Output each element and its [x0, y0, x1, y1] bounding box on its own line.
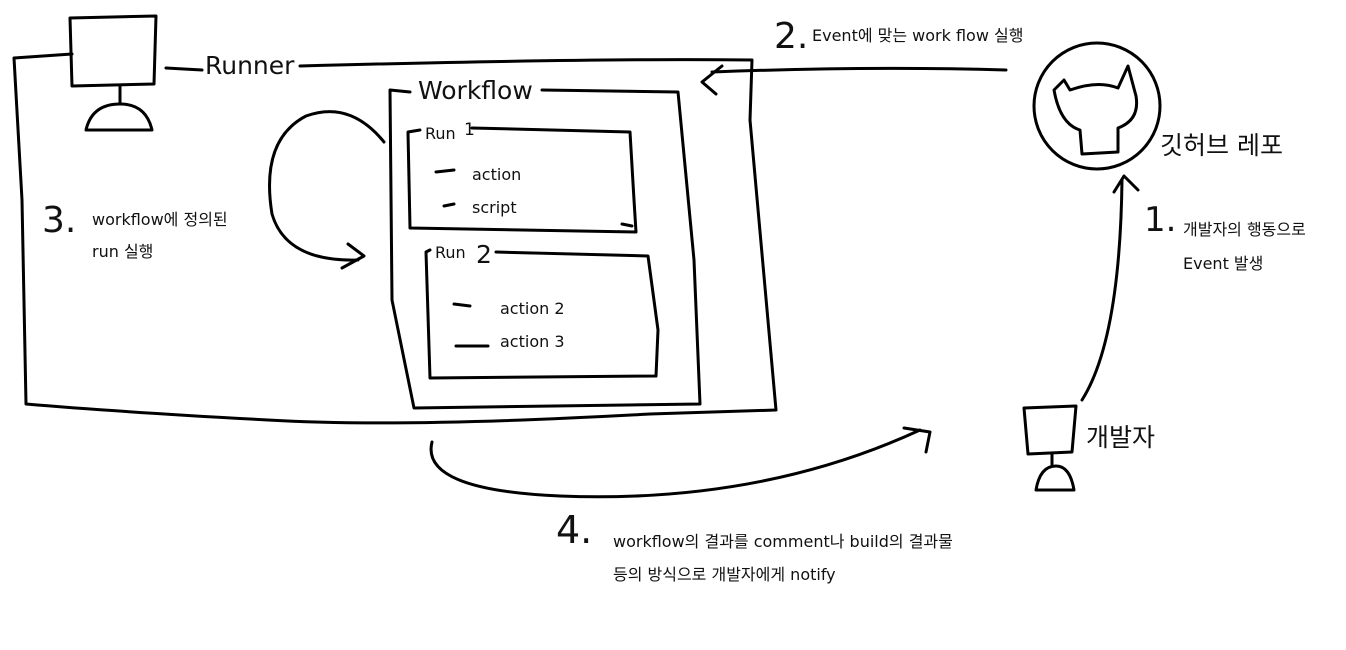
- step2-arrow: [710, 66, 1008, 74]
- step3-number: 3.: [42, 200, 77, 241]
- developer-computer-icon: [1022, 404, 1078, 492]
- step2-text: Event에 맞는 work flow 실행: [812, 26, 1024, 45]
- run1-number: 1: [464, 120, 475, 140]
- step1-arrow: [1080, 178, 1124, 402]
- workflow-box: [388, 88, 702, 410]
- run2-item-action2: action 2: [500, 299, 565, 318]
- step3-text-line1: workflow에 정의된: [92, 210, 228, 229]
- repo-label: 깃허브 레포: [1160, 131, 1283, 160]
- run1-item-action: action: [472, 165, 522, 184]
- step4-number: 4.: [556, 508, 593, 552]
- runner-box: [12, 52, 778, 425]
- run2-item-action3: action 3: [500, 332, 565, 351]
- step2-number: 2.: [774, 16, 809, 57]
- step4-text-line2: 등의 방식으로 개발자에게 notify: [613, 565, 836, 584]
- run1-item-script: script: [472, 198, 517, 217]
- step1-number: 1.: [1144, 200, 1177, 240]
- runner-computer-icon: [68, 14, 158, 132]
- step3-text-line2: run 실행: [92, 242, 154, 261]
- step4-text-line1: workflow의 결과를 comment나 build의 결과물: [613, 532, 953, 551]
- run2-box: [424, 248, 660, 380]
- run2-label: Run: [435, 243, 466, 262]
- step4-arrow: [429, 428, 922, 499]
- run2-number: 2: [476, 240, 492, 269]
- step1-text-line1: 개발자의 행동으로: [1183, 220, 1306, 239]
- developer-label: 개발자: [1086, 423, 1156, 452]
- workflow-label: Workflow: [418, 76, 533, 105]
- run1-box: [406, 126, 638, 234]
- run1-label: Run: [425, 124, 456, 143]
- step3-curved-arrow: [268, 110, 386, 262]
- runner-label: Runner: [205, 51, 295, 80]
- github-octocat-icon: [1032, 41, 1162, 171]
- step1-text-line2: Event 발생: [1183, 254, 1264, 273]
